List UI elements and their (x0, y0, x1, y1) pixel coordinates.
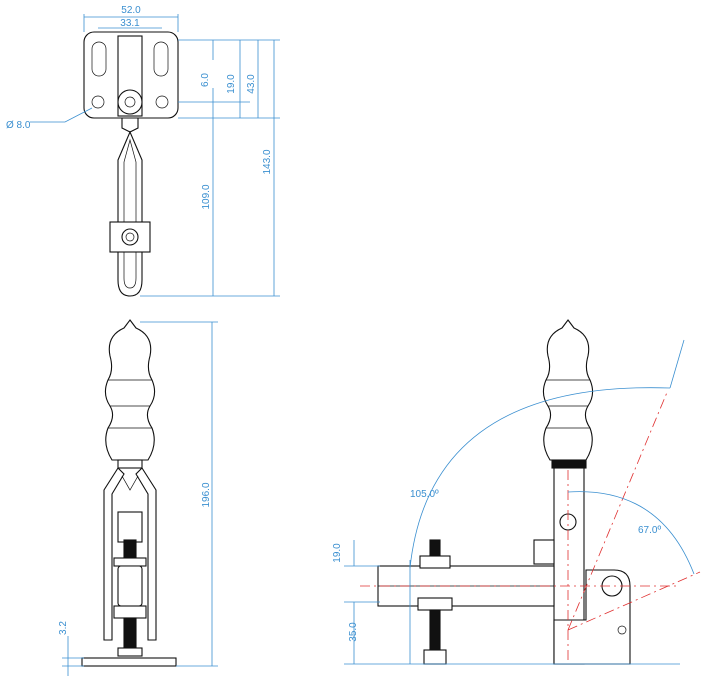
dim-hole-spacing: 6.0 (200, 73, 211, 87)
top-view: 52.0 33.1 6.0 19.0 43.0 143.0 109.0 Ø 8.… (6, 5, 280, 297)
side-stop (533, 539, 555, 565)
side-view: 19.0 35.0 105.0º 67.0º (332, 319, 701, 665)
knob-collar (117, 459, 143, 469)
dim-total-length: 143.0 (262, 149, 273, 174)
arm-left (103, 467, 125, 641)
side-nut-lower (417, 597, 453, 611)
base-foot (81, 657, 177, 667)
centerline-open-bar (567, 571, 701, 631)
dim-open-angle: 105.0º (410, 489, 439, 500)
side-pressure-pad (423, 649, 447, 665)
dim-ext (669, 339, 685, 389)
dim-slot-length: 19.0 (226, 74, 237, 94)
arc-handle-angle (567, 491, 695, 575)
front-view: 196.0 3.2 (58, 319, 218, 676)
dim-base-height: 43.0 (246, 74, 257, 94)
centerline-open-handle (567, 389, 669, 631)
handle-bolt-inner (125, 232, 135, 242)
nut-upper (113, 557, 147, 567)
side-thread-lower (429, 609, 441, 651)
dim-hole-leader (30, 107, 93, 123)
mount-hole-right (155, 95, 169, 109)
bracket-hole (617, 625, 627, 635)
handle-bolt (121, 228, 139, 246)
slot-left (91, 41, 107, 77)
dim-handle-angle: 67.0º (638, 525, 661, 536)
arc-open-angle (409, 387, 671, 569)
handle-arm (117, 130, 143, 297)
knob-collar (551, 459, 587, 469)
dim-hole-diameter: Ø 8.0 (6, 120, 31, 131)
slot-right (153, 41, 169, 77)
pivot-cap (117, 89, 143, 115)
arm-right (135, 467, 157, 641)
handle-inner (123, 138, 137, 289)
dim-width-holes: 33.1 (120, 18, 140, 29)
spindle-thread-upper (123, 539, 137, 559)
handle-neck (121, 117, 139, 133)
dim-spindle-height: 19.0 (332, 543, 343, 563)
arm-link (121, 475, 139, 491)
dim-bar-height: 35.0 (348, 622, 359, 642)
side-handle-knob (542, 319, 594, 461)
nut-lower (113, 605, 147, 619)
dim-height-total: 196.0 (201, 482, 212, 507)
dim-width-overall: 52.0 (121, 5, 141, 16)
pivot-pin (124, 96, 136, 108)
pivot-block (117, 511, 143, 543)
pressure-pad (117, 647, 143, 657)
clamp-bar-section (117, 565, 143, 607)
mount-hole-left (91, 95, 105, 109)
side-nut-upper (419, 555, 451, 569)
handle-knob (104, 319, 156, 461)
dim-handle-length: 109.0 (201, 184, 212, 209)
dim-base-thickness: 3.2 (58, 621, 69, 635)
spindle-thread-lower (123, 617, 137, 651)
